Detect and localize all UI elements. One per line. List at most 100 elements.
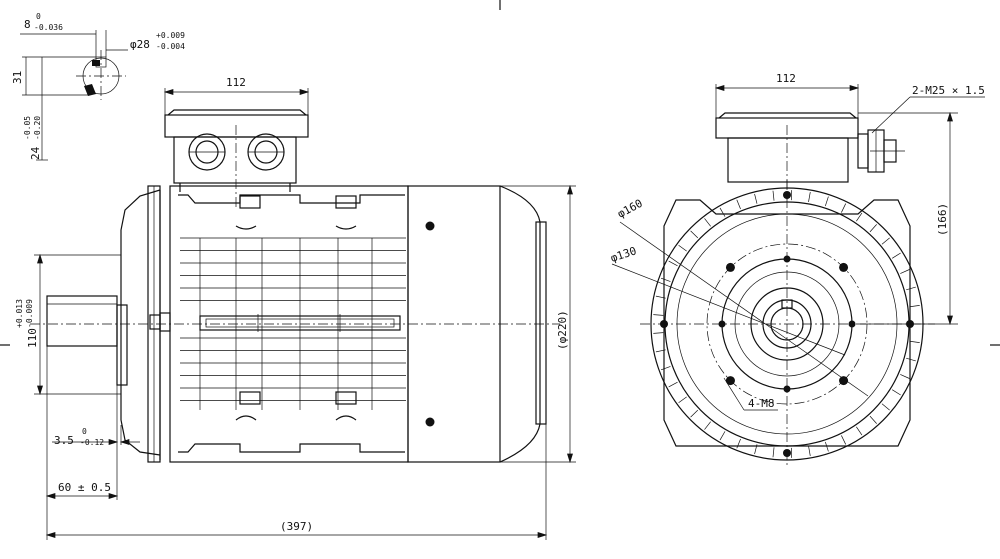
shaft-length-value: 60 ± 0.5 <box>58 481 111 494</box>
radial-fin <box>655 295 666 299</box>
radial-fin <box>900 374 910 379</box>
radial-fin <box>736 438 741 449</box>
radial-fin <box>856 426 863 436</box>
radial-fin <box>881 403 890 411</box>
mounting-feet <box>235 195 357 421</box>
side-terminal-box <box>164 109 309 210</box>
flange-holes <box>660 191 914 457</box>
pcd160-hole <box>725 262 735 272</box>
cable-gland <box>857 129 905 173</box>
radial-fin <box>824 441 829 452</box>
radial-fin <box>808 446 811 457</box>
radial-fin <box>690 230 699 239</box>
key-width-dim: 8 0 -0.036 <box>24 12 63 32</box>
spigot-diameter-upper: +0.013 <box>15 299 24 328</box>
housing-bolt <box>783 449 791 457</box>
radial-fin <box>772 190 775 201</box>
pcd160-hole <box>839 262 849 272</box>
shaft-height-value: 24 <box>29 146 42 160</box>
shaft-height-dim: 24 -0.05 -0.20 <box>23 116 42 160</box>
shaft-height-lower: -0.20 <box>33 116 42 140</box>
radial-fin <box>772 447 775 458</box>
radial-fin <box>668 381 678 388</box>
pcd-outer-label: φ160 <box>615 197 645 221</box>
spigot-depth-value: 3.5 <box>54 434 74 447</box>
radial-fin <box>869 224 877 233</box>
radial-fin <box>668 260 678 267</box>
radial-fin <box>909 305 920 308</box>
radial-fin <box>719 207 726 217</box>
sheet-marks <box>0 0 1000 346</box>
overall-length-value: (397) <box>280 520 313 533</box>
radial-fin <box>653 332 664 334</box>
radial-fin <box>856 212 863 222</box>
radial-fin <box>891 389 901 396</box>
gland-leader <box>871 96 985 134</box>
spigot-depth-dim: 3.5 0 -0.12 <box>54 427 104 447</box>
nameplate <box>199 314 401 332</box>
spigot-diameter-lower: -0.009 <box>25 299 34 328</box>
front-view: 112 2-M25 × 1.5 (166) <box>609 72 985 465</box>
pcd130-hole <box>718 320 726 328</box>
pcd160-hole <box>839 376 849 386</box>
key-depth-value: 31 <box>11 71 24 84</box>
key-width-value: 8 <box>24 18 31 31</box>
pcd130-hole <box>783 255 791 263</box>
shaft-diameter-dim: φ28 +0.009 -0.004 <box>130 31 185 51</box>
pcd130-hole <box>848 320 856 328</box>
radial-fin <box>900 269 910 274</box>
keyway-detail <box>20 30 128 161</box>
side-view: 112 <box>15 76 576 540</box>
radial-fin <box>678 244 687 252</box>
spigot-diameter-dim: 110 +0.013 -0.009 <box>15 299 39 348</box>
radial-fin <box>736 199 741 210</box>
radial-fin <box>678 396 687 404</box>
housing-bolt <box>783 191 791 199</box>
holes-label: 4-M8 <box>748 397 775 410</box>
pcd130-hole <box>783 385 791 393</box>
fan-cover-bolt-top <box>425 221 435 231</box>
radial-fin <box>660 277 671 282</box>
body-diameter-value: (φ220) <box>556 310 569 350</box>
key-width-upper: 0 <box>36 12 41 21</box>
shaft-diameter-lower: -0.004 <box>156 42 185 51</box>
key-width-lower: -0.036 <box>34 23 63 32</box>
radial-fin <box>841 203 847 213</box>
radial-fin <box>869 415 877 424</box>
radial-fin <box>655 349 666 353</box>
radial-fin <box>704 421 711 430</box>
radial-fin <box>653 314 664 316</box>
radial-fin <box>660 366 671 371</box>
radial-fin <box>690 409 699 418</box>
radial-fin <box>704 218 711 227</box>
spigot-depth-upper: 0 <box>82 427 87 436</box>
radial-fin <box>719 431 726 441</box>
radial-fin <box>754 444 758 455</box>
cable-gland-label: 2-M25 × 1.5 <box>912 84 985 97</box>
radial-fin <box>891 252 901 259</box>
fan-cover-bolt-bottom <box>425 417 435 427</box>
front-flange <box>640 180 935 465</box>
pcd-leaders <box>611 221 869 411</box>
pcd160-hole <box>725 376 735 386</box>
radial-fin <box>824 196 829 207</box>
body-diameter-dim <box>500 184 576 464</box>
side-box-width-value: 112 <box>226 76 246 89</box>
pcd-inner-label: φ130 <box>609 244 638 265</box>
radial-fin <box>754 193 758 204</box>
housing-bolt <box>660 320 668 328</box>
spigot-depth-lower: -0.12 <box>80 438 104 447</box>
radial-fin <box>808 191 811 202</box>
radial-fin <box>841 435 847 445</box>
shaft-diameter-value: φ28 <box>130 38 150 51</box>
front-box-width-value: 112 <box>776 72 796 85</box>
box-height-value: (166) <box>936 203 949 236</box>
shaft-diameter-upper: +0.009 <box>156 31 185 40</box>
spigot-diameter-value: 110 <box>26 328 39 348</box>
front-box-width-dim <box>714 84 860 118</box>
bottom-dims <box>45 346 548 540</box>
radial-fin <box>909 340 920 343</box>
shaft-height-upper: -0.05 <box>23 116 32 140</box>
side-box-width-dim <box>163 88 310 115</box>
